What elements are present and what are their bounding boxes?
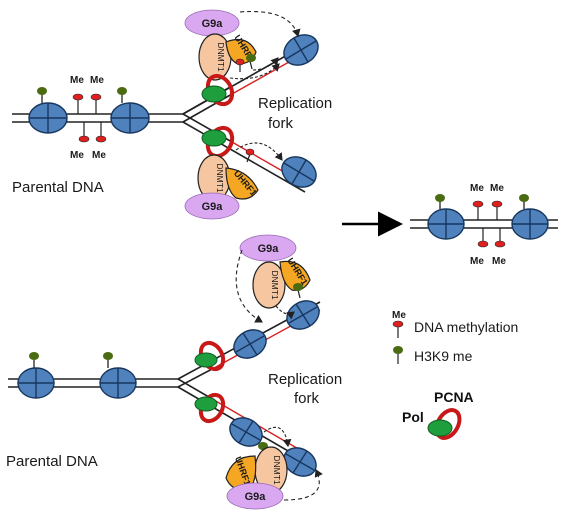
bottom-daughter-nucleosome-a (233, 329, 267, 359)
top-dna-methylation-marks (72, 93, 107, 143)
top-h3k9me-marks (37, 87, 127, 103)
bottom-nucleosome-2 (99, 367, 137, 399)
me-label: Me (492, 256, 506, 267)
bottom-nucleosome-1 (17, 367, 55, 399)
legend-h3k9me-icon (393, 346, 403, 354)
me-label: Me (70, 150, 84, 161)
dnmt1-label: DNMT1 (270, 270, 280, 300)
replication-fork-label: fork (268, 115, 294, 132)
top-lower-complex: DNMT1 UHRF1 G9a (184, 125, 283, 220)
legend-pcna-ring-icon (434, 408, 462, 440)
bottom-panel: G9a DNMT1 UHRF1 DNMT1 UHRF1 G9a Replicat… (6, 234, 342, 510)
top-daughter-nucleosome-upper (283, 34, 319, 66)
result-nucleosome-2 (511, 208, 549, 240)
me-label: Me (92, 150, 106, 161)
top-nucleosome-1 (28, 102, 68, 134)
legend-methyl-icon (392, 320, 404, 328)
me-label: Me (470, 256, 484, 267)
bottom-daughter-nucleosome-c (229, 417, 263, 447)
legend-pol-icon (427, 419, 453, 437)
replication-fork-label: Replication (268, 371, 342, 388)
top-panel: Me Me Me Me G9a DNMT1 UHRF1 (12, 9, 332, 220)
legend-pcna: PCNA (434, 389, 474, 405)
replication-fork-label: fork (294, 390, 320, 407)
top-daughter-nucleosome-lower (281, 156, 317, 188)
replication-fork-label: Replication (258, 95, 332, 112)
g9a-label: G9a (245, 491, 267, 503)
result-nucleosome-1 (427, 208, 465, 240)
result-dna: Me Me Me Me (410, 183, 558, 267)
bottom-daughter-nucleosome-b (286, 300, 320, 330)
g9a-label: G9a (202, 18, 224, 30)
me-label: Me (490, 183, 504, 194)
bottom-daughter-nucleosome-d (283, 447, 317, 477)
me-label: Me (470, 183, 484, 194)
dnmt1-label: DNMT1 (216, 42, 226, 72)
g9a-label: G9a (258, 243, 280, 255)
me-label: Me (90, 75, 104, 86)
legend-me-label: Me (392, 310, 406, 321)
legend-dna-methylation: DNA methylation (414, 319, 518, 335)
top-nucleosome-2 (110, 102, 150, 134)
parental-dna-label: Parental DNA (12, 179, 104, 196)
dnmt1-label: DNMT1 (215, 163, 225, 193)
top-upper-complex: G9a DNMT1 UHRF1 (184, 9, 301, 107)
me-label: Me (70, 75, 84, 86)
bottom-upper-complex: G9a DNMT1 UHRF1 (235, 234, 311, 323)
legend-h3k9me: H3K9 me (414, 348, 473, 364)
g9a-label: G9a (202, 201, 224, 213)
bottom-lower-complex: DNMT1 UHRF1 G9a (225, 426, 323, 510)
legend: Me DNA methylation H3K9 me PCNA Pol (392, 310, 518, 440)
legend-pol: Pol (402, 409, 424, 425)
dnmt1-label: DNMT1 (272, 455, 282, 485)
parental-dna-label: Parental DNA (6, 453, 98, 470)
